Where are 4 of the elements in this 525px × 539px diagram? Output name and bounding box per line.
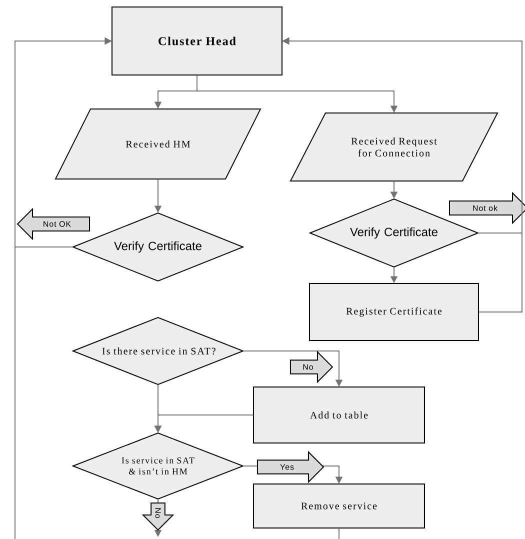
process-box: Remove service (253, 484, 425, 528)
process-box: Cluster Head (112, 6, 282, 76)
process-box: Add to table (253, 386, 425, 444)
process-box: Register Certificate (309, 283, 479, 341)
